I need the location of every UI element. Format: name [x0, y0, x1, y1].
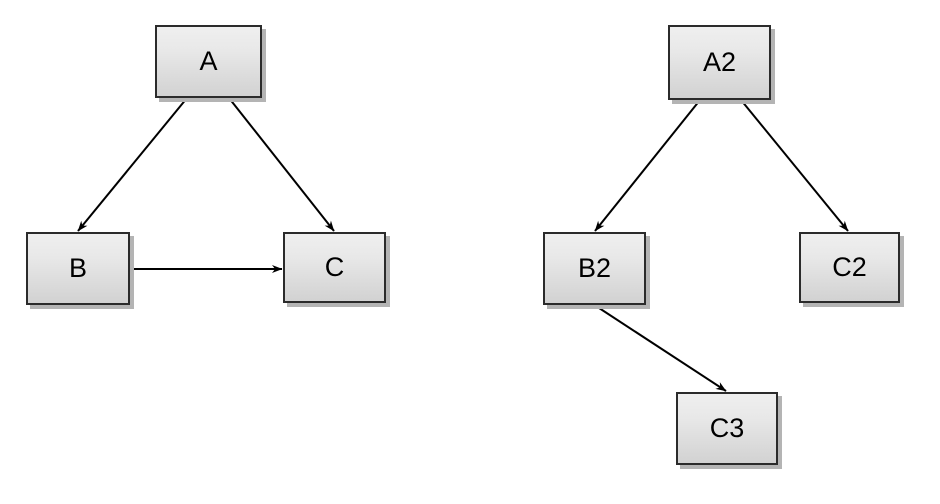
- node-label: B: [68, 253, 87, 283]
- node-c[interactable]: C: [283, 232, 386, 303]
- node-label: A: [199, 46, 218, 76]
- node-label: B2: [577, 253, 612, 283]
- node-b[interactable]: B: [26, 232, 130, 305]
- node-c3[interactable]: C3: [676, 392, 778, 465]
- edge-a2-c2: [740, 99, 849, 232]
- node-b2[interactable]: B2: [543, 232, 646, 305]
- node-label: C3: [709, 413, 745, 443]
- node-a[interactable]: A: [155, 25, 262, 98]
- edge-b2-c3: [595, 305, 727, 392]
- node-a2[interactable]: A2: [668, 25, 771, 100]
- edge-a-c: [228, 97, 335, 232]
- node-label: C2: [832, 252, 867, 282]
- edge-a2-b2: [594, 99, 701, 232]
- node-label: C: [324, 252, 345, 282]
- edge-a-b: [77, 97, 188, 232]
- node-label: A2: [702, 47, 737, 77]
- node-c2[interactable]: C2: [799, 232, 900, 303]
